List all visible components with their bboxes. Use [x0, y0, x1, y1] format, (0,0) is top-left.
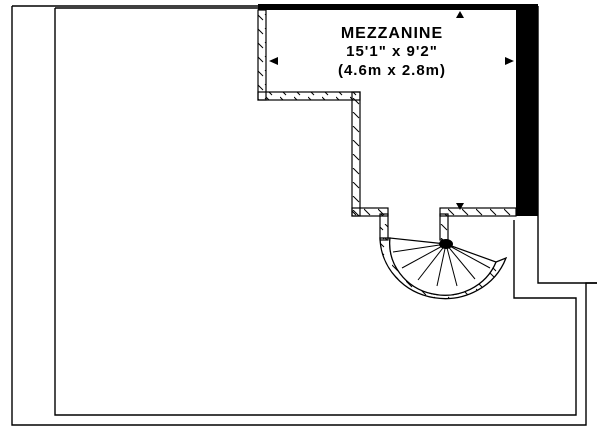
spiral-staircase-icon [379, 237, 508, 300]
balustrade-left [257, 9, 267, 101]
room-name: MEZZANINE [340, 25, 444, 42]
dimension-arrow-left-icon [269, 57, 278, 65]
dimension-arrow-right-icon [505, 57, 514, 65]
room-dimensions-imperial: 15'1" x 9'2" [346, 43, 438, 60]
balustrade-upper [257, 91, 361, 101]
balustrade-middle [351, 91, 361, 217]
dimension-arrow-bottom-icon [456, 203, 464, 210]
balustrade-lower-left [351, 207, 389, 217]
mezzanine-top-wall [258, 4, 516, 10]
stair-stub-left [379, 213, 389, 241]
balustrade-lower-right [439, 207, 517, 217]
inner-wall [54, 8, 577, 416]
room-dimensions-metric: (4.6m x 2.8m) [337, 62, 447, 79]
stair-stub-right [439, 213, 449, 241]
mezzanine-right-wall [516, 4, 538, 216]
dimension-arrow-top-icon [456, 11, 464, 18]
inner-wall-right-return [537, 6, 597, 284]
